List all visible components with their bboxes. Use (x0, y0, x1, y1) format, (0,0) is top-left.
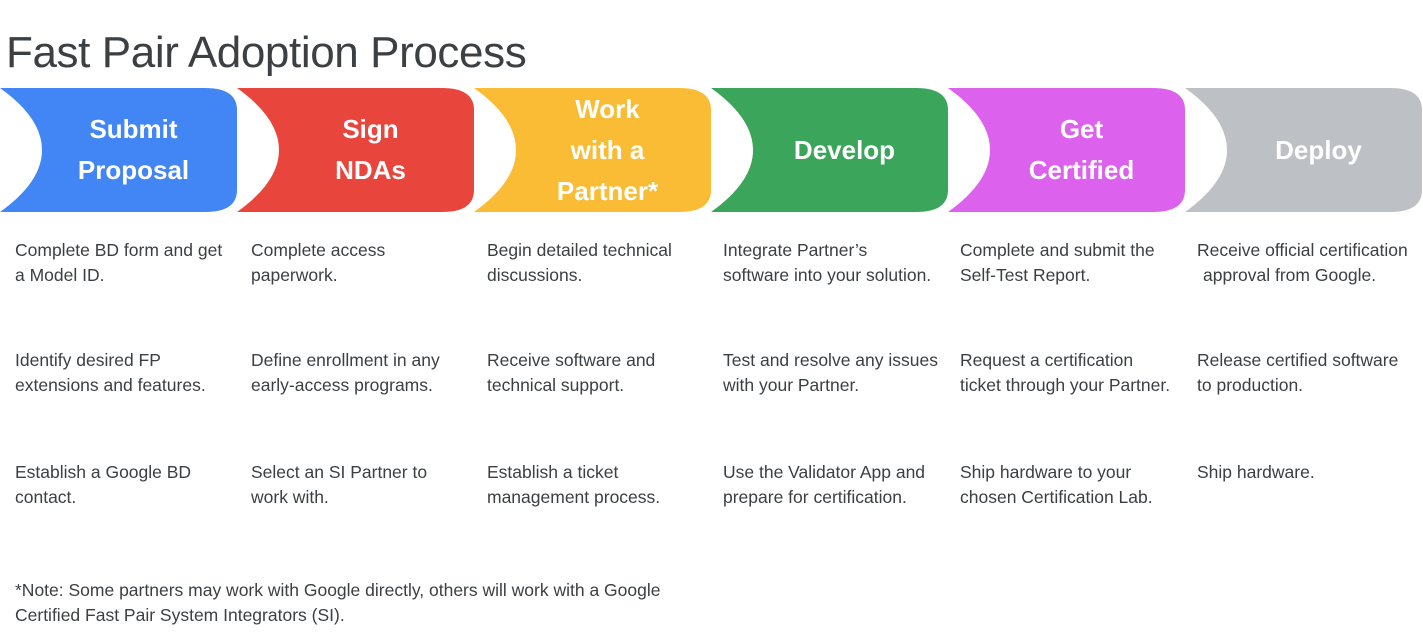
page-title: Fast Pair Adoption Process (6, 28, 527, 78)
stage-detail-item: Identify desired FP extensions and featu… (15, 350, 206, 395)
stage-detail-item: Receive software and technical support. (487, 350, 656, 395)
process-stage-banners: Submit Proposal Sign NDAs Work with a Pa… (0, 88, 1423, 212)
banner-chevron-shape (237, 88, 474, 212)
stage-banner-label: Submit Proposal (77, 114, 190, 185)
stage-banner-develop[interactable]: Develop (711, 88, 948, 212)
stage-banner-submit-proposal[interactable]: Submit Proposal (0, 88, 237, 212)
stage-detail-item: Request a certification ticket through y… (960, 350, 1171, 395)
stage-banner-label: Deploy (1275, 134, 1362, 165)
stage-detail-item: Define enrollment in any early-access pr… (251, 350, 440, 395)
stage-banner-label: Develop (793, 134, 896, 165)
stage-banner-sign-ndas[interactable]: Sign NDAs (237, 88, 474, 212)
stage-banner-label: Get Certified (1028, 114, 1135, 185)
stage-detail-item: Establish a Google BD contact. (15, 462, 192, 507)
stage-detail-item: Ship hardware to your chosen Certificati… (960, 462, 1153, 507)
banner-chevron-path-5 (1185, 88, 1422, 212)
stage-banner-label: Work with a Partner* (556, 93, 659, 206)
banner-chevron-shape (711, 88, 948, 212)
stage-detail-item: Integrate Partner’s software into your s… (723, 240, 932, 285)
banner-chevron-path-1 (237, 88, 474, 212)
stage-banner-get-certified[interactable]: Get Certified (948, 88, 1185, 212)
banner-chevron-path-3 (711, 88, 948, 212)
stage-detail-item: Complete access paperwork. (251, 240, 386, 285)
stage-detail-item: Test and resolve any issues with your Pa… (723, 350, 938, 395)
banner-chevron-path-2 (474, 88, 711, 212)
stage-detail-item: Release certified software to production… (1197, 350, 1399, 395)
banner-chevron-path-0 (0, 88, 237, 212)
banner-chevron-shape (0, 88, 237, 212)
stage-banner-label: Sign NDAs (335, 114, 406, 185)
stage-detail-item: Begin detailed technical discussions. (487, 240, 672, 285)
stage-detail-item: Receive official certification approval … (1197, 240, 1408, 285)
stage-detail-item: Complete and submit the Self-Test Report… (960, 240, 1155, 285)
stage-detail-item: Ship hardware. (1197, 462, 1315, 482)
banner-chevron-shape (1185, 88, 1422, 212)
footnote-note: *Note: Some partners may work with Googl… (15, 580, 661, 625)
stage-detail-item: Use the Validator App and prepare for ce… (723, 462, 926, 507)
stage-detail-item: Establish a ticket management process. (487, 462, 661, 507)
stage-detail-item: Complete BD form and get a Model ID. (15, 240, 223, 285)
banner-chevron-shape (474, 88, 711, 212)
banner-chevron-path-4 (948, 88, 1185, 212)
banner-chevron-shape (948, 88, 1185, 212)
stage-banner-deploy[interactable]: Deploy (1185, 88, 1422, 212)
stage-banner-work-with-a-partner[interactable]: Work with a Partner* (474, 88, 711, 212)
stage-detail-item: Select an SI Partner to work with. (251, 462, 428, 507)
